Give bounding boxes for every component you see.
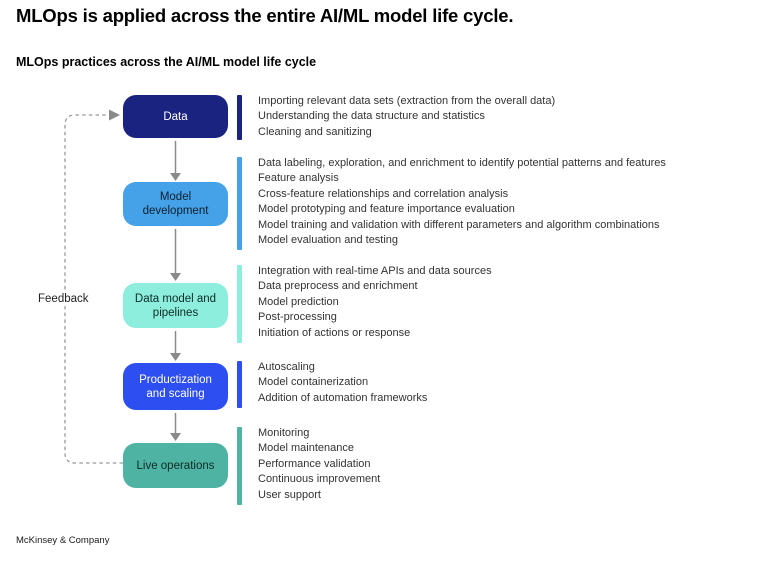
- page-subtitle: MLOps practices across the AI/ML model l…: [16, 55, 317, 69]
- stage-item: Continuous improvement: [258, 473, 381, 486]
- stage-box-live-operations: Live operations: [123, 443, 228, 488]
- stage-box-productization-and-scaling: Productization and scaling: [123, 363, 228, 410]
- stage-accent-bar-data: [237, 95, 242, 140]
- flow-arrow-down-icon: [170, 141, 181, 181]
- flow-arrow-down-icon: [170, 331, 181, 361]
- stage-items-productization-and-scaling: Autoscaling Model containerization Addit…: [258, 360, 763, 406]
- stage-item: Post-processing: [258, 311, 337, 324]
- stage-item: Initiation of actions or response: [258, 326, 411, 339]
- stage-item: Autoscaling: [258, 361, 315, 373]
- stage-box-data-model-and-pipelines: Data model and pipelines: [123, 283, 228, 328]
- stage-item: Model containerization: [258, 376, 369, 389]
- stage-item: Understanding the data structure and sta…: [258, 110, 485, 123]
- stage-item: Addition of automation frameworks: [258, 391, 428, 404]
- stage-item: Cleaning and sanitizing: [258, 125, 372, 138]
- feedback-arrowhead-icon: [109, 109, 120, 121]
- stage-accent-bar-live-operations: [237, 427, 242, 505]
- stage-item: Data preprocess and enrichment: [258, 280, 418, 293]
- stage-item: Monitoring: [258, 427, 310, 439]
- stage-item: Feature analysis: [258, 172, 339, 185]
- stage-item: Importing relevant data sets (extraction…: [258, 95, 556, 107]
- page-title: MLOps is applied across the entire AI/ML…: [16, 5, 514, 26]
- stage-accent-bar-productization-and-scaling: [237, 361, 242, 408]
- stage-item: Cross-feature relationships and correlat…: [258, 187, 509, 200]
- stage-box-data: Data: [123, 95, 228, 138]
- stage-items-data-model-and-pipelines: Integration with real-time APIs and data…: [258, 264, 763, 341]
- stage-item: Data labeling, exploration, and enrichme…: [258, 157, 666, 169]
- stage-item: User support: [258, 488, 321, 501]
- flow-arrow-down-icon: [170, 413, 181, 441]
- company-logo-text: McKinsey & Company: [16, 535, 110, 546]
- feedback-dashed-line: [64, 114, 123, 464]
- stage-item: Performance validation: [258, 457, 371, 470]
- stage-item: Model training and validation with diffe…: [258, 218, 660, 231]
- flow-arrow-down-icon: [170, 229, 181, 281]
- stage-item: Integration with real-time APIs and data…: [258, 265, 492, 277]
- stage-item: Model prediction: [258, 295, 339, 308]
- stage-item: Model maintenance: [258, 442, 355, 455]
- feedback-label: Feedback: [36, 292, 91, 306]
- stage-accent-bar-model-development: [237, 157, 242, 250]
- stage-item: Model prototyping and feature importance…: [258, 203, 515, 216]
- stage-items-data: Importing relevant data sets (extraction…: [258, 94, 763, 140]
- stage-item: Model evaluation and testing: [258, 234, 399, 247]
- stage-accent-bar-data-model-and-pipelines: [237, 265, 242, 343]
- stage-items-model-development: Data labeling, exploration, and enrichme…: [258, 156, 763, 248]
- stage-items-live-operations: Monitoring Model maintenance Performance…: [258, 426, 763, 503]
- stage-box-model-development: Model development: [123, 182, 228, 226]
